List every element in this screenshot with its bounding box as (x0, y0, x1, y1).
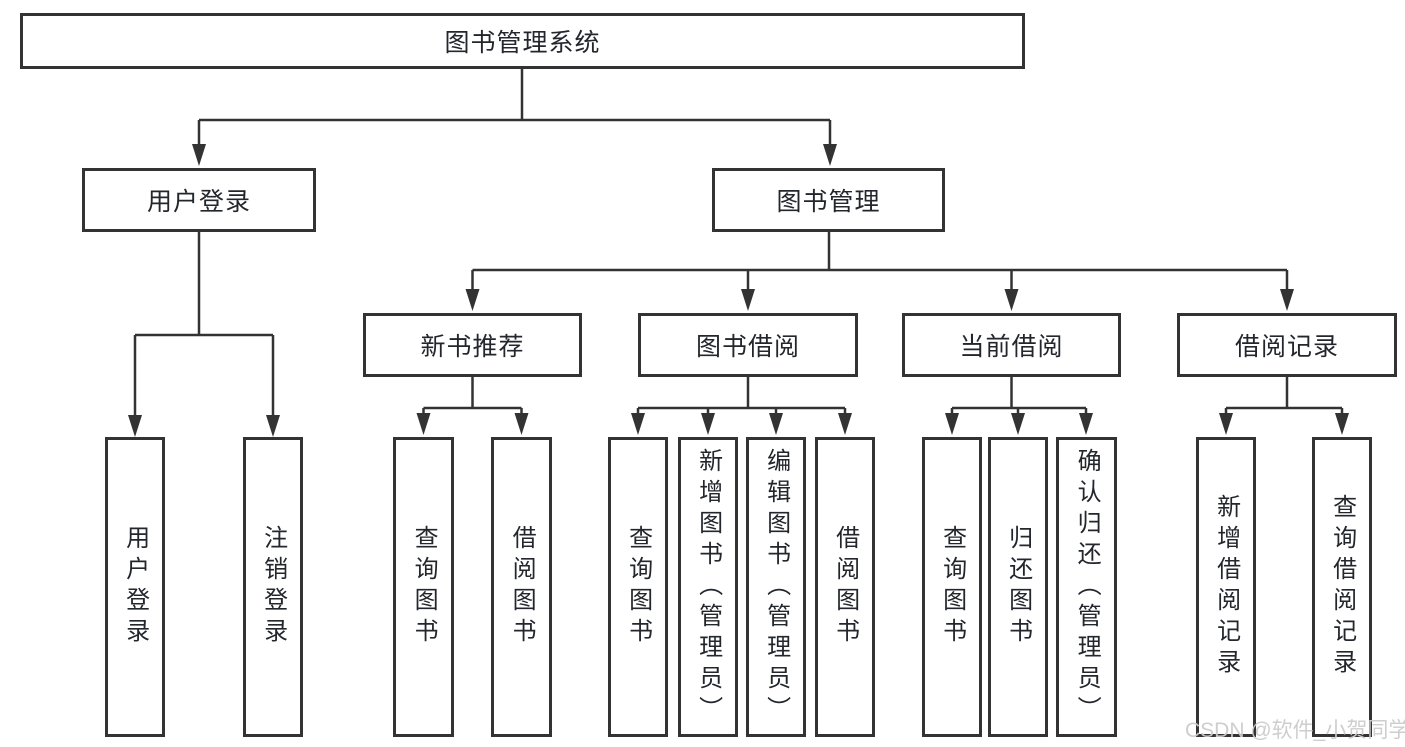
node-label: 借阅图书 (831, 525, 859, 649)
node-label: 当前借阅 (959, 333, 1064, 361)
connector-user-login-split (133, 232, 275, 417)
connector-book-borrow-split (636, 377, 847, 417)
connector-current-borrow-split (950, 377, 1088, 417)
leaf-records-query-record: 查询借阅记录 (1312, 437, 1372, 737)
node-borrowing-records: 借阅记录 (1177, 313, 1397, 377)
node-label: 图书管理 (776, 188, 881, 216)
node-label: 确认归还（管理员） (1073, 447, 1101, 727)
node-label: 查询图书 (410, 525, 438, 649)
node-label: 编辑图书（管理员） (762, 447, 790, 727)
node-label: 图书借阅 (695, 333, 800, 361)
node-new-book-recommendation: 新书推荐 (363, 313, 582, 377)
leaf-recommend-query-books: 查询图书 (393, 437, 454, 737)
leaf-user-login: 用户登录 (105, 437, 165, 737)
node-book-borrowing: 图书借阅 (638, 313, 858, 377)
leaf-current-return-books: 归还图书 (988, 437, 1048, 737)
node-label: 新增图书（管理员） (694, 447, 722, 727)
node-label: 新书推荐 (420, 333, 525, 361)
node-label: 借阅图书 (508, 525, 536, 649)
leaf-borrow-borrow-books: 借阅图书 (815, 437, 875, 737)
node-label: 新增借阅记录 (1212, 494, 1240, 680)
connector-borrow-records-split (1224, 377, 1344, 417)
leaf-logout: 注销登录 (243, 437, 303, 737)
node-label: 图书管理系统 (444, 29, 601, 57)
leaf-current-confirm-return-admin: 确认归还（管理员） (1056, 437, 1117, 737)
node-label: 查询图书 (938, 525, 966, 649)
node-book-management: 图书管理 (712, 168, 945, 232)
node-label: 查询借阅记录 (1328, 494, 1356, 680)
node-current-borrowing: 当前借阅 (902, 313, 1121, 377)
connector-root-split (197, 69, 832, 146)
node-label: 用户登录 (121, 525, 149, 649)
leaf-borrow-add-books-admin: 新增图书（管理员） (678, 437, 738, 737)
node-library-management-system: 图书管理系统 (20, 13, 1025, 69)
node-label: 查询图书 (624, 525, 652, 649)
connector-book-management-split (471, 232, 1289, 291)
leaf-current-query-books: 查询图书 (922, 437, 982, 737)
leaf-borrow-query-books: 查询图书 (608, 437, 668, 737)
connector-new-book-split (422, 377, 523, 417)
node-label: 注销登录 (259, 525, 287, 649)
node-label: 借阅记录 (1234, 333, 1339, 361)
node-label: 归还图书 (1004, 525, 1032, 649)
node-label: 用户登录 (146, 188, 251, 216)
leaf-borrow-edit-books-admin: 编辑图书（管理员） (746, 437, 806, 737)
node-user-login: 用户登录 (82, 168, 316, 232)
leaf-records-add-record: 新增借阅记录 (1196, 437, 1256, 737)
csdn-watermark: CSDN @软件_小贺同学 (1185, 719, 1405, 742)
leaf-recommend-borrow-books: 借阅图书 (491, 437, 552, 737)
